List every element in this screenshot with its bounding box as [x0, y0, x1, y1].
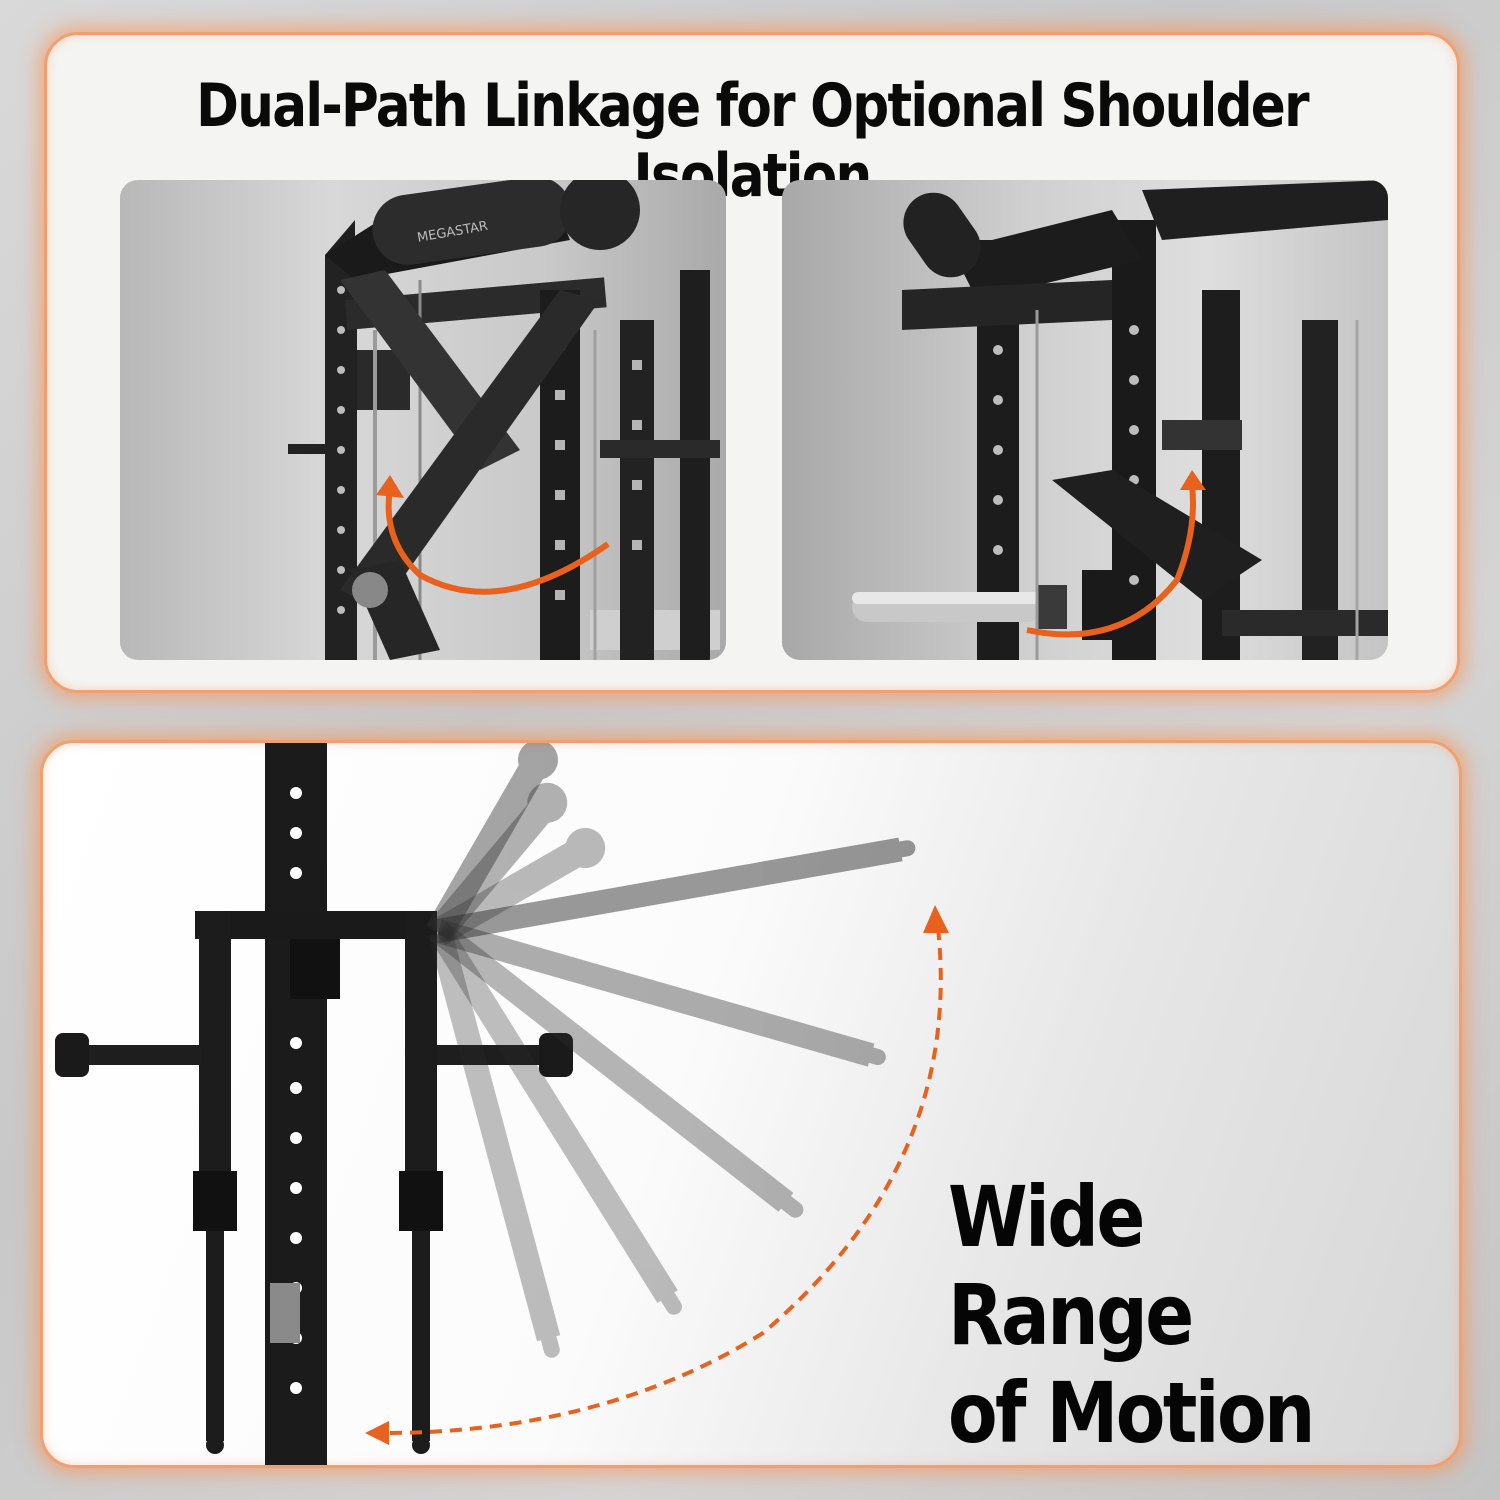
motion-title-line2: of Motion: [948, 1364, 1315, 1462]
center-upright: [265, 743, 327, 1465]
top-panel: Dual-Path Linkage for Optional Shoulder …: [44, 32, 1460, 693]
photo-linkage-left: MEGASTAR: [120, 180, 726, 660]
photo-linkage-right: [782, 180, 1388, 660]
headline: Dual-Path Linkage for Optional Shoulder …: [196, 71, 1309, 211]
motion-title: Wide Range of Motion: [948, 1168, 1361, 1462]
motion-arc-arrow: [382, 927, 943, 1435]
motion-title-line1: Wide Range: [948, 1168, 1194, 1364]
bottom-panel: Wide Range of Motion: [40, 740, 1462, 1468]
range-of-motion-diagram: [55, 743, 949, 1465]
ghost-arms: [425, 743, 916, 1358]
